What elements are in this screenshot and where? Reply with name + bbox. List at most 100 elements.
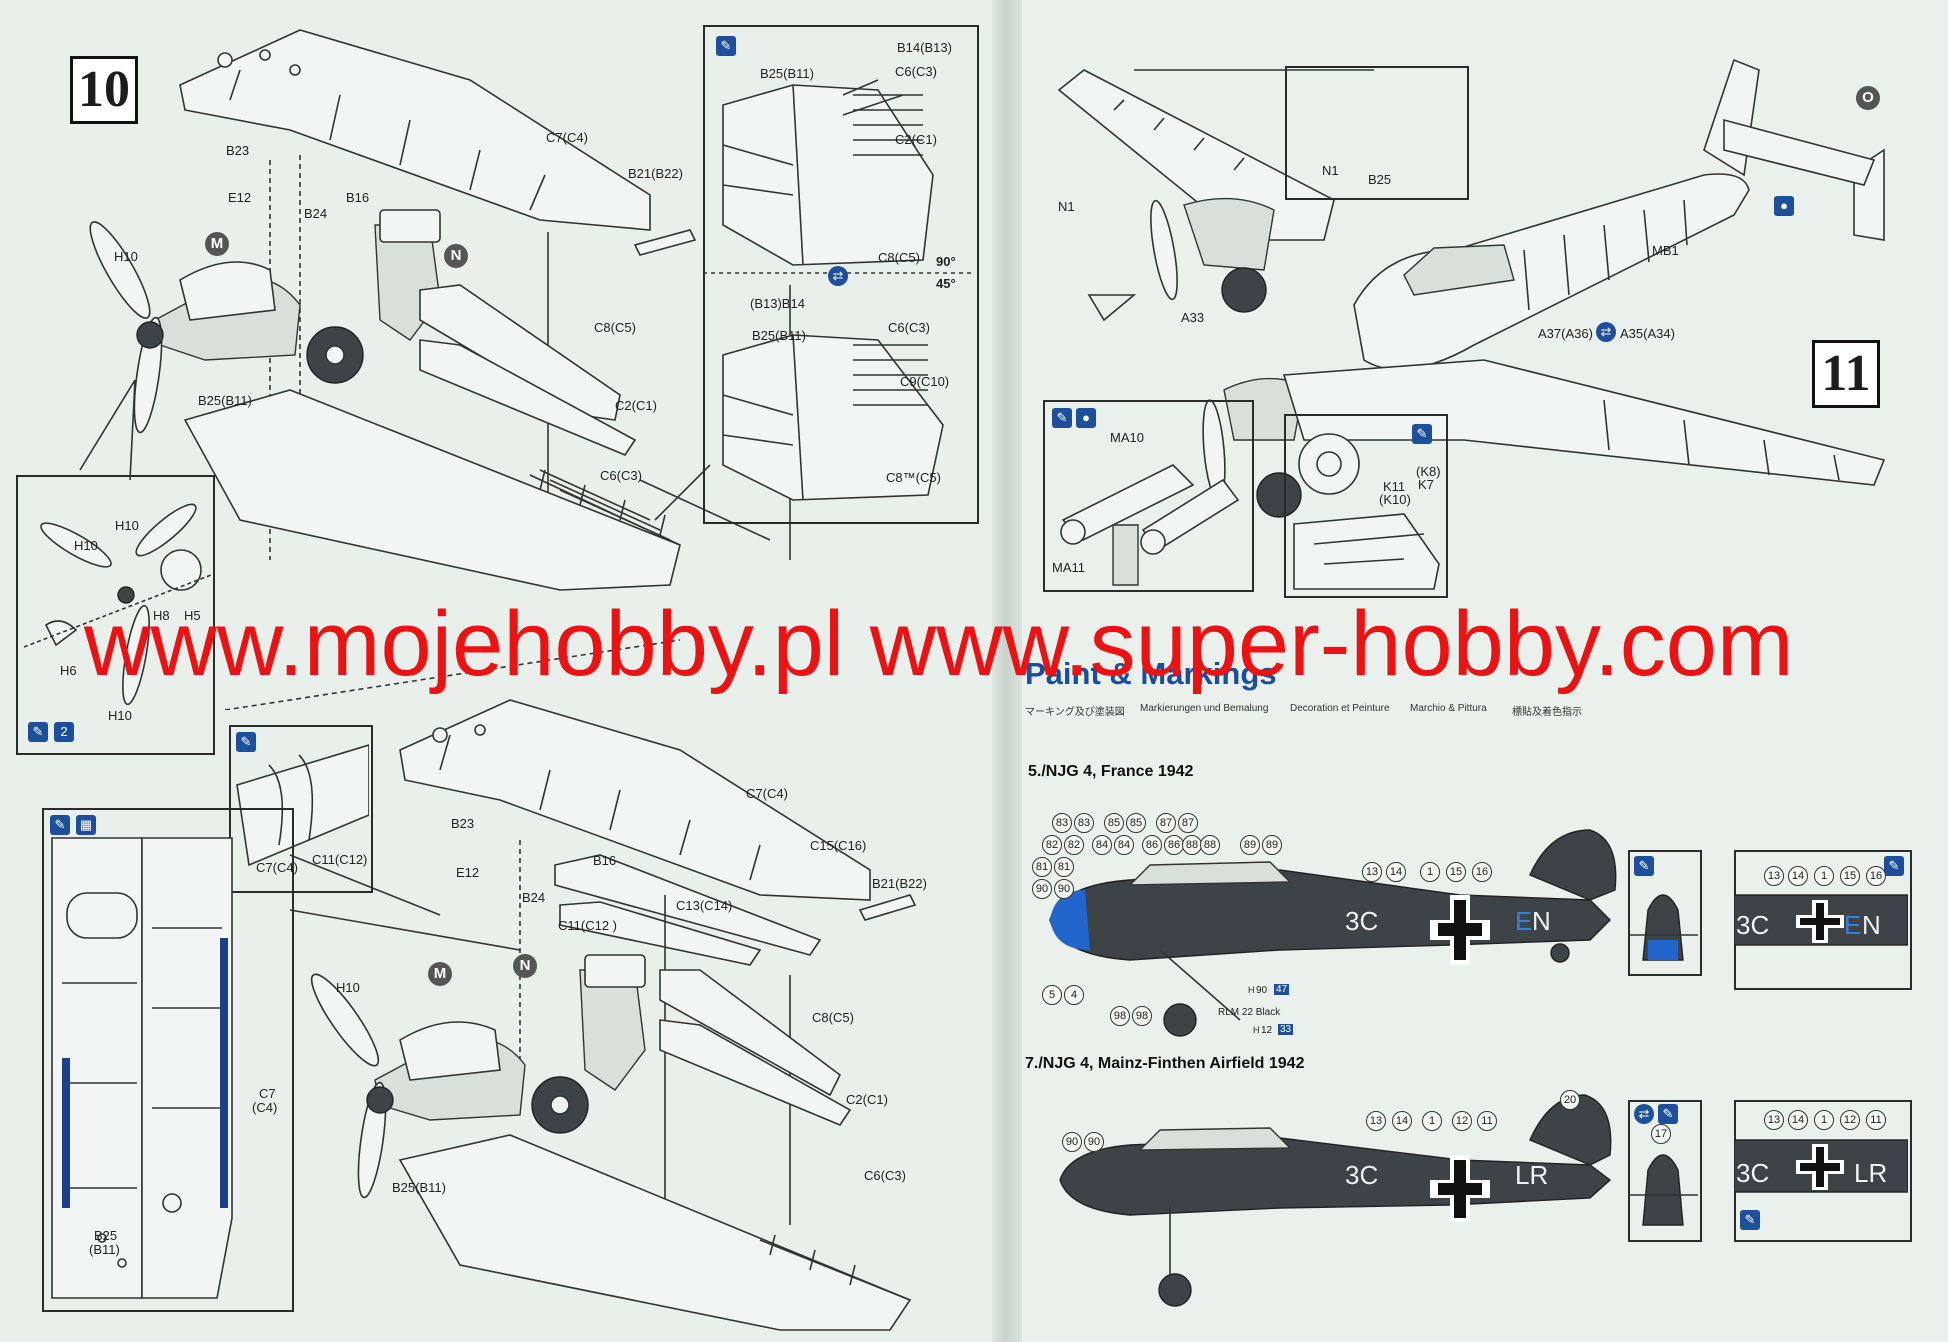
scheme-1-aircraft bbox=[1049, 829, 1617, 1037]
scheme-2-front-icon-a: ⇄ bbox=[1634, 1104, 1654, 1124]
decal-number: 90 bbox=[1084, 1132, 1104, 1152]
prop-label-h10c: H10 bbox=[108, 708, 132, 723]
step-10-divider bbox=[224, 639, 681, 710]
s11-label-k8: (K8) bbox=[1416, 464, 1441, 479]
decal-number: 82 bbox=[1042, 835, 1062, 855]
paint-drop-icon: ● bbox=[1774, 196, 1794, 216]
bottom-label-h10: H10 bbox=[336, 980, 360, 995]
inset-label-c6: C6(C3) bbox=[895, 64, 937, 79]
bottom-label-b21: B21(B22) bbox=[872, 876, 927, 891]
decal-number: 15 bbox=[1840, 866, 1860, 886]
scheme-1-front-drawing bbox=[1628, 894, 1698, 961]
inset-label-b25b: B25(B11) bbox=[752, 328, 806, 343]
scheme-1-h90-num: 90 bbox=[1256, 985, 1268, 996]
decal-number: 83 bbox=[1074, 813, 1094, 833]
cement-icon-exhaust: ✎ bbox=[1052, 408, 1072, 428]
decal-number: 14 bbox=[1386, 862, 1406, 882]
s11-label-ma11: MA11 bbox=[1052, 560, 1085, 575]
decal-number: 89 bbox=[1240, 835, 1260, 855]
s11-label-k10: (K10) bbox=[1379, 492, 1411, 507]
label-e12: E12 bbox=[228, 190, 252, 205]
decal-number: 87 bbox=[1156, 813, 1176, 833]
s11-label-k7: K7 bbox=[1418, 477, 1434, 492]
s11-label-n1b: N1 bbox=[1058, 199, 1075, 214]
decal-number: 81 bbox=[1054, 857, 1074, 877]
step-10-top-assembly bbox=[79, 29, 791, 591]
s11-label-k11: K11 bbox=[1383, 479, 1406, 494]
decal-number: 12 bbox=[1840, 1110, 1860, 1130]
decal-number: 13 bbox=[1764, 866, 1784, 886]
scheme-1-h12-box: 33 bbox=[1278, 1024, 1294, 1035]
bottom-label-b23: B23 bbox=[451, 816, 475, 831]
decal-number: 13 bbox=[1362, 862, 1382, 882]
scheme-1-code-blue: E bbox=[1515, 906, 1533, 936]
subtitle-it: Marchio & Pittura bbox=[1410, 703, 1487, 714]
cement-icon-gear: ✎ bbox=[1412, 424, 1432, 444]
bottom-label-c15: C15(C16) bbox=[810, 838, 867, 853]
angle-90-label: 90° bbox=[936, 254, 956, 269]
decal-number: 1 bbox=[1422, 1111, 1442, 1131]
decal-number: 98 bbox=[1110, 1006, 1130, 1026]
scheme-1-h12: H bbox=[1253, 1025, 1260, 1035]
label-c6: C6(C3) bbox=[600, 468, 642, 483]
decal-number: 1 bbox=[1814, 866, 1834, 886]
decal-number: 1 bbox=[1814, 1110, 1834, 1130]
bottom-label-c6: C6(C3) bbox=[864, 1168, 906, 1183]
prop-label-h10b: H10 bbox=[74, 538, 98, 553]
step-11-number: 11 bbox=[1812, 340, 1880, 408]
cement-icon-flap: ✎ bbox=[236, 732, 256, 752]
label-c2: C2(C1) bbox=[615, 398, 657, 413]
decal-number: 11 bbox=[1866, 1110, 1886, 1130]
scheme-2-code-tail: LR bbox=[1515, 1160, 1549, 1190]
prop-label-h6: H6 bbox=[60, 663, 77, 678]
inset-label-b13: (B13)B14 bbox=[750, 296, 805, 311]
exhaust-inset bbox=[1043, 400, 1254, 592]
decal-number: 14 bbox=[1392, 1111, 1412, 1131]
decal-number: 12 bbox=[1452, 1111, 1472, 1131]
wing-label-c4: (C4) bbox=[252, 1100, 278, 1115]
gear-inset bbox=[1284, 414, 1448, 598]
decal-number: 15 bbox=[1446, 862, 1466, 882]
scheme-1-code-tail: N bbox=[1532, 906, 1551, 936]
bottom-label-e12: E12 bbox=[456, 865, 480, 880]
scheme-1-title: 5./NJG 4, France 1942 bbox=[1028, 763, 1194, 780]
scheme-1-h12-num: 12 bbox=[1261, 1025, 1273, 1036]
label-b21: B21(B22) bbox=[628, 166, 683, 181]
flap-label-c11: C11(C12) bbox=[312, 852, 368, 867]
gear-inset-drawing bbox=[1293, 433, 1440, 590]
decal-number: 83 bbox=[1052, 813, 1072, 833]
marker-o: O bbox=[1856, 86, 1880, 110]
page-fold bbox=[992, 0, 1022, 1342]
bottom-label-c2: C2(C1) bbox=[846, 1092, 888, 1107]
inset-label-c2: C2(C1) bbox=[895, 132, 937, 147]
repeat-count: 2 bbox=[54, 722, 74, 742]
inset-label-c8: C8(C5) bbox=[878, 250, 920, 265]
inset-cooler-drawing bbox=[703, 79, 975, 501]
label-b25: B25(B11) bbox=[198, 393, 252, 408]
scheme-2-front-drawing bbox=[1628, 1154, 1698, 1226]
propeller-inset bbox=[16, 475, 215, 755]
subtitle-zh: 標貼及着色指示 bbox=[1512, 707, 1582, 718]
scheme-1-side-drawing bbox=[1734, 894, 1908, 946]
decal-number: 85 bbox=[1104, 813, 1124, 833]
alternative-icon-s11: ⇄ bbox=[1596, 322, 1616, 342]
step-10-number: 10 bbox=[70, 56, 138, 124]
scheme-1-color-label: RLM 22 Black bbox=[1218, 1007, 1281, 1018]
decal-number: 85 bbox=[1126, 813, 1146, 833]
scheme-1-front-icon: ✎ bbox=[1634, 856, 1654, 876]
decal-number: 4 bbox=[1064, 985, 1084, 1005]
paint-drop-icon-exhaust: ● bbox=[1076, 408, 1096, 428]
propeller-inset-drawing bbox=[23, 503, 211, 706]
decal-number: 88 bbox=[1182, 835, 1202, 855]
decal-number: 13 bbox=[1366, 1111, 1386, 1131]
alternative-icon: ⇄ bbox=[828, 266, 848, 286]
scheme-2-side-icon: ✎ bbox=[1740, 1210, 1760, 1230]
subtitle-de: Markierungen und Bemalung bbox=[1140, 703, 1269, 714]
bottom-label-b25: B25(B11) bbox=[392, 1180, 446, 1195]
wing-label-c7: C7 bbox=[259, 1086, 276, 1101]
decal-number: 20 bbox=[1560, 1090, 1580, 1110]
cement-icon: ✎ bbox=[716, 36, 736, 56]
detail-1-code-tail: N bbox=[1862, 910, 1881, 940]
prop-label-h5: H5 bbox=[184, 608, 201, 623]
label-b16: B16 bbox=[346, 190, 370, 205]
